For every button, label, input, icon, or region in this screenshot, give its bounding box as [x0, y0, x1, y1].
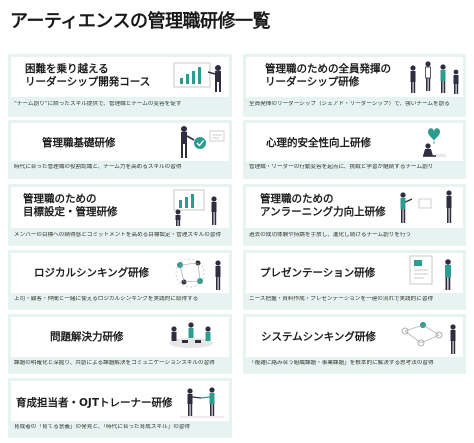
pair-discussion-icon	[395, 187, 461, 227]
card-description: 育成者の「育てる意義」の発見と、「時代に合った育成スキル」の習得	[14, 424, 190, 430]
card-title: 問題解決力研修	[50, 331, 124, 343]
card-title: 管理職のための全員発揮のリーダーシップ研修	[265, 63, 391, 88]
course-card-leadership-development[interactable]: 困難を乗り越えるリーダーシップ開発コース “チーム創り”に絞ったスキル提供で、管…	[8, 54, 232, 117]
card-title: 育成担当者・OJTトレーナー研修	[16, 397, 173, 409]
card-description: ニーズ把握・資料作成・プレゼンテーションを一連の流れで実践的に習得	[249, 296, 434, 302]
course-card-ojt-trainer[interactable]: 育成担当者・OJTトレーナー研修 育成者の「育てる意義」の発見と、「時代に合った…	[8, 378, 232, 438]
card-title: 困難を乗り越えるリーダーシップ開発コース	[25, 63, 151, 88]
page-title: アーティエンスの管理職研修一覧	[10, 11, 270, 32]
course-card-presentation[interactable]: プレゼンテーション研修 ニーズ把握・資料作成・プレゼンテーションを一連の流れで実…	[243, 250, 466, 310]
network-thinking-icon	[160, 253, 230, 293]
course-card-psychological-safety[interactable]: 心理的安全性向上研修 管理職・リーダーの行動変容を起点に、挑戦と学習が継続するチ…	[243, 120, 466, 179]
course-card-unlearning[interactable]: 管理職のためのアンラーニング力向上研修 過去の成功体験や持論を手放し、進化し続け…	[243, 184, 466, 246]
card-description: 過去の成功体験や持論を手放し、進化し続けるチーム創りを行う	[249, 232, 412, 238]
course-card-shared-leadership[interactable]: 管理職のための全員発揮のリーダーシップ研修 全員発揮のリーダーシップ（シェアド・…	[243, 54, 466, 117]
team-group-icon	[403, 58, 463, 96]
card-title: プレゼンテーション研修	[260, 267, 376, 279]
card-description: 上司・顧客・仲間と一緒に使えるロジカルシンキングを実践的に取得する	[14, 296, 199, 302]
card-title: 管理職基礎研修	[42, 137, 116, 149]
manager-approval-icon	[170, 123, 228, 161]
onboarding-duo-icon	[176, 381, 228, 421]
bar-chart-presenter-icon	[172, 60, 230, 94]
card-title: システムシンキング研修	[261, 331, 376, 343]
heart-meditation-icon	[406, 122, 462, 162]
card-description: 管理職・リーダーの行動変容を起点に、挑戦と学習が継続するチーム創り	[249, 164, 434, 170]
card-description: 全員発揮のリーダーシップ（シェアド・リーダーシップ）で、強いチームを創る	[249, 101, 450, 107]
meeting-table-icon	[160, 317, 222, 357]
course-card-logical-thinking[interactable]: ロジカルシンキング研修 上司・顧客・仲間と一緒に使えるロジカルシンキングを実践的…	[8, 250, 232, 310]
course-card-systems-thinking[interactable]: システムシンキング研修 「複雑に絡み合う組織課題・事業課題」を根本的に解決する思…	[243, 314, 466, 374]
card-title: ロジカルシンキング研修	[34, 267, 150, 279]
card-description: 時代に合った管理職の役割認識と、チーム力を高めるスキルの習得	[14, 164, 182, 170]
course-card-manager-basics[interactable]: 管理職基礎研修 時代に合った管理職の役割認識と、チーム力を高めるスキルの習得	[8, 120, 232, 179]
card-title: 管理職のための目標設定・管理研修	[23, 193, 118, 218]
course-card-goal-setting[interactable]: 管理職のための目標設定・管理研修 メンバーの目標への納得感とコミットメントを高め…	[8, 184, 232, 246]
system-diagram-icon	[393, 317, 463, 357]
card-title: 心理的安全性向上研修	[266, 137, 371, 149]
card-title: 管理職のためのアンラーニング力向上研修	[260, 193, 386, 218]
card-description: メンバーの目標への納得感とコミットメントを高める目標設定・管理スキルの習得	[14, 232, 221, 238]
card-description: “チーム創り”に絞ったスキル提供で、管理職とチームの変容を促す	[14, 101, 182, 107]
goal-chart-pair-icon	[168, 187, 228, 227]
card-description: 課題の明確化と深掘り、共創による課題解決をコミュニケーションスキルの習得	[14, 360, 215, 366]
card-description: 「複雑に絡み合う組織課題・事業課題」を根本的に解決する思考法の習得	[249, 360, 434, 366]
course-card-problem-solving[interactable]: 問題解決力研修 課題の明確化と深掘り、共創による課題解決をコミュニケーションスキ…	[8, 314, 232, 374]
document-presenter-icon	[406, 253, 462, 293]
